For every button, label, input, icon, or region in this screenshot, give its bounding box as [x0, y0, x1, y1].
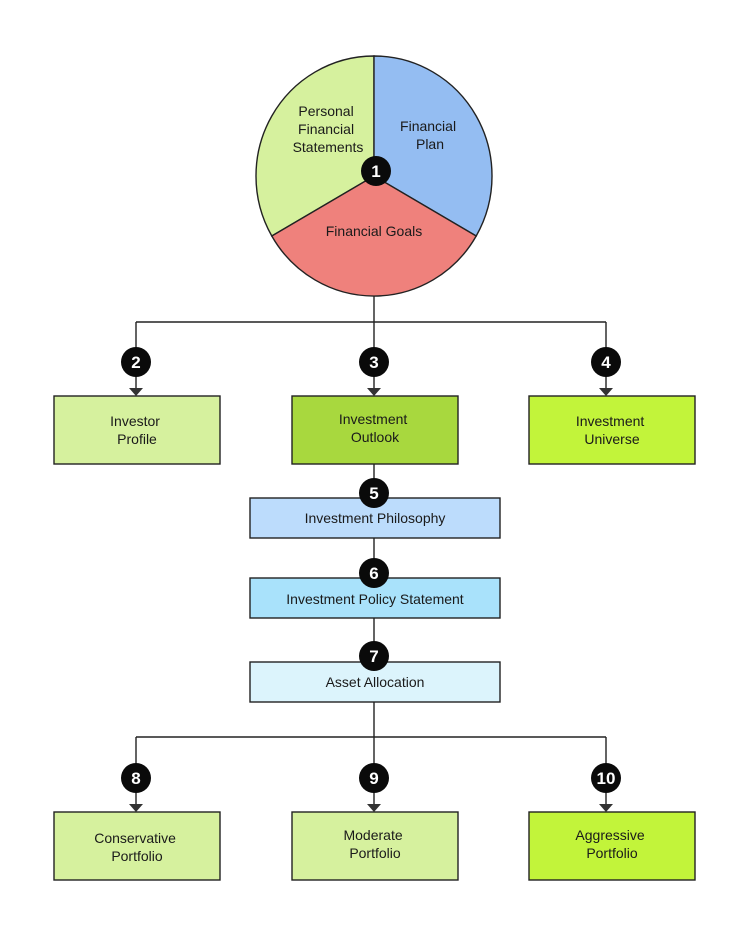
- svg-text:3: 3: [369, 353, 378, 372]
- investor-profile-label: Investor Profile: [110, 413, 164, 447]
- step-badge: 9: [359, 763, 389, 793]
- investment-policy-statement-label: Investment Policy Statement: [286, 591, 464, 607]
- svg-text:10: 10: [597, 769, 616, 788]
- arrowhead-icon: [599, 388, 613, 396]
- investment-philosophy-label: Investment Philosophy: [305, 510, 446, 526]
- conservative-portfolio-label: Conservative Portfolio: [94, 830, 180, 864]
- svg-text:1: 1: [371, 162, 380, 181]
- row1-boxes: Investor Profile Investment Outlook Inve…: [53, 395, 696, 465]
- step-badge: 8: [121, 763, 151, 793]
- investment-outlook-box: [291, 395, 459, 465]
- svg-text:2: 2: [131, 353, 140, 372]
- step-badge: 7: [359, 641, 389, 671]
- moderate-portfolio-box: [291, 811, 459, 881]
- step-badge: 5: [359, 478, 389, 508]
- step-badge: 3: [359, 347, 389, 377]
- financial-pie: Personal Financial Statements Financial …: [255, 55, 493, 297]
- investment-universe-box: [528, 395, 696, 465]
- step-badge: 4: [591, 347, 621, 377]
- pie-label-financial-plan: Financial Plan: [400, 118, 460, 152]
- step-badge: 1: [361, 156, 391, 186]
- arrowhead-icon: [599, 804, 613, 812]
- svg-text:5: 5: [369, 484, 378, 503]
- investment-outlook-label: Investment Outlook: [339, 411, 411, 445]
- row2-boxes: Conservative Portfolio Moderate Portfoli…: [53, 811, 696, 881]
- arrowhead-icon: [129, 804, 143, 812]
- middle-boxes: Investment Philosophy Investment Policy …: [249, 497, 501, 703]
- conservative-portfolio-box: [53, 811, 221, 881]
- asset-allocation-label: Asset Allocation: [326, 674, 425, 690]
- step-badge: 6: [359, 558, 389, 588]
- svg-text:6: 6: [369, 564, 378, 583]
- svg-text:9: 9: [369, 769, 378, 788]
- pie-label-personal-statements: Personal Financial Statements: [293, 103, 364, 155]
- step-badge: 2: [121, 347, 151, 377]
- step-badges: 1 2 3 4 5 6 7 8: [121, 156, 621, 793]
- arrowhead-icon: [367, 388, 381, 396]
- pie-label-financial-goals: Financial Goals: [326, 223, 423, 239]
- pie-slice-financial-goals: [270, 175, 478, 297]
- pie-slice-financial-plan: [373, 55, 493, 237]
- investment-universe-label: Investment Universe: [576, 413, 648, 447]
- arrowhead-icon: [367, 804, 381, 812]
- svg-text:7: 7: [369, 647, 378, 666]
- svg-text:4: 4: [601, 353, 611, 372]
- arrowhead-icon: [129, 388, 143, 396]
- investor-profile-box: [53, 395, 221, 465]
- pie-slice-personal-statements: [255, 55, 375, 237]
- svg-text:8: 8: [131, 769, 140, 788]
- aggressive-portfolio-box: [528, 811, 696, 881]
- arrowheads: [129, 388, 613, 812]
- moderate-portfolio-label: Moderate Portfolio: [343, 827, 406, 861]
- step-badge: 10: [591, 763, 621, 793]
- aggressive-portfolio-label: Aggressive Portfolio: [575, 827, 648, 861]
